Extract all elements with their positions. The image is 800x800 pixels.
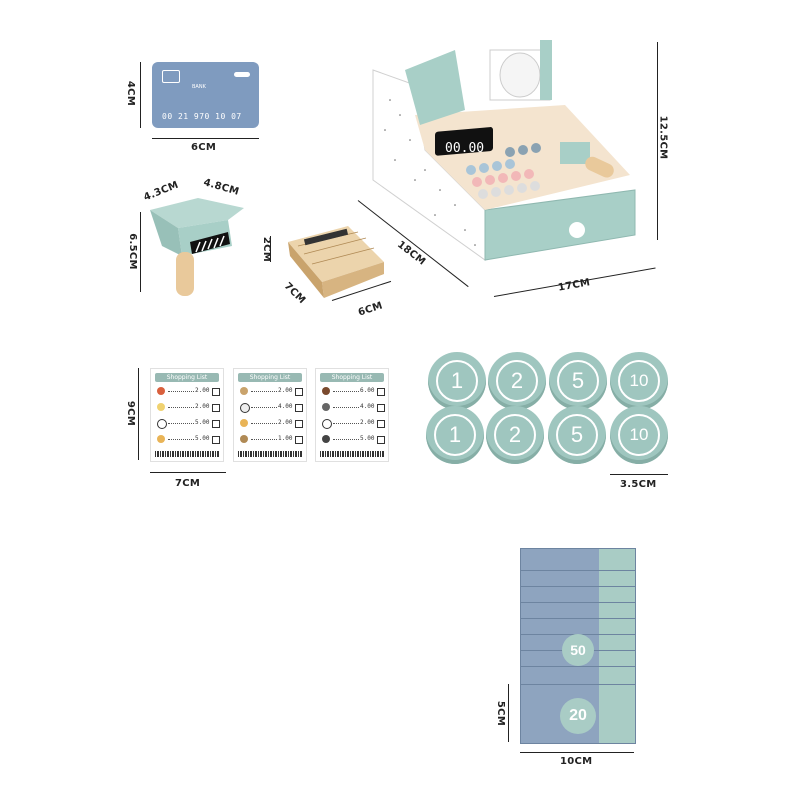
card-width-line (152, 138, 259, 139)
coin-1: 1 (428, 352, 486, 410)
keypad (466, 143, 541, 199)
block-height-line (270, 236, 271, 262)
price: 4.00 (360, 403, 375, 410)
cash-register: 00.00 (372, 40, 636, 261)
coin-5: 5 (549, 352, 607, 410)
note-width-label: 10CM (560, 756, 593, 767)
lemon-icon (157, 403, 165, 411)
card-width-label: 6CM (191, 142, 217, 153)
can-icon (322, 403, 330, 411)
checkbox-icon[interactable] (295, 420, 303, 428)
credit-card: BANK 00 21 970 10 07 (152, 62, 259, 128)
coin-10: 10 (610, 406, 668, 464)
barcode-icon (320, 451, 384, 457)
list-width-label: 7CM (175, 478, 201, 489)
pear-icon (157, 435, 165, 443)
card-number: 00 21 970 10 07 (162, 112, 242, 121)
shopping-list-3: Shopping List 6.00 4.00 2.00 5.00 (315, 368, 389, 462)
scanner-side-label: 4.8CM (202, 177, 241, 198)
price: 1.00 (278, 435, 293, 442)
checkbox-icon[interactable] (295, 436, 303, 444)
melon-icon (157, 419, 167, 429)
scanner-height-line (140, 212, 141, 292)
price: 2.00 (360, 419, 375, 426)
register-height-line (657, 42, 658, 240)
note-height-line (508, 684, 509, 742)
note-height-label: 5CM (495, 700, 507, 727)
tomato-icon (157, 387, 165, 395)
coin-width-line (610, 474, 668, 475)
drawer-knob-icon (569, 222, 585, 238)
checkbox-icon[interactable] (377, 388, 385, 396)
coin-1: 1 (426, 406, 484, 464)
shopping-list-title: Shopping List (331, 374, 373, 381)
card-logo-icon (234, 72, 250, 77)
price: 2.00 (195, 403, 210, 410)
list-height-label: 9CM (125, 400, 137, 427)
shopping-list-title: Shopping List (249, 374, 291, 381)
scanner-height-label: 6.5CM (126, 233, 138, 270)
checkbox-icon[interactable] (377, 436, 385, 444)
register-display: 00.00 (445, 141, 484, 156)
checkbox-icon[interactable] (212, 388, 220, 396)
shopping-list-title: Shopping List (166, 374, 208, 381)
wooden-block (288, 226, 384, 298)
coin-diameter-label: 3.5CM (620, 479, 657, 490)
shopping-list-2: Shopping List 2.00 4.00 2.00 1.00 (233, 368, 307, 462)
list-width-line (150, 472, 226, 473)
price: 4.00 (278, 403, 293, 410)
price: 5.00 (360, 435, 375, 442)
price: 2.00 (278, 387, 293, 394)
price: 5.00 (195, 419, 210, 426)
coin-10: 10 (610, 352, 668, 410)
note-20-value: 20 (560, 698, 596, 734)
checkbox-icon[interactable] (295, 404, 303, 412)
checkbox-icon[interactable] (212, 436, 220, 444)
bottle-icon (240, 403, 250, 413)
sausage-icon (240, 435, 248, 443)
shopping-list-1: Shopping List 2.00 2.00 5.00 5.00 (150, 368, 224, 462)
card-chip-icon (162, 70, 180, 83)
block-height-label: 2CM (261, 236, 273, 263)
milk-icon (322, 419, 332, 429)
bread-icon (240, 387, 248, 395)
scanner (150, 198, 244, 296)
cookie-icon (240, 419, 248, 427)
list-height-line (138, 368, 139, 460)
card-height-label: 4CM (125, 80, 137, 107)
barcode-icon (155, 451, 219, 457)
jar-icon (322, 435, 330, 443)
chocolate-icon (322, 387, 330, 395)
barcode-icon (238, 451, 302, 457)
card-bank-text: BANK (192, 84, 206, 90)
note-50-value: 50 (562, 634, 594, 666)
checkbox-icon[interactable] (377, 420, 385, 428)
checkbox-icon[interactable] (295, 388, 303, 396)
price: 5.00 (195, 435, 210, 442)
coin-2: 2 (486, 406, 544, 464)
coin-5: 5 (548, 406, 606, 464)
checkbox-icon[interactable] (377, 404, 385, 412)
price: 6.00 (360, 387, 375, 394)
coin-2: 2 (488, 352, 546, 410)
price: 2.00 (195, 387, 210, 394)
checkbox-icon[interactable] (212, 404, 220, 412)
checkbox-icon[interactable] (212, 420, 220, 428)
price: 2.00 (278, 419, 293, 426)
note-width-line (520, 752, 634, 753)
register-height-label: 12.5CM (657, 115, 669, 160)
card-height-line (140, 62, 141, 128)
